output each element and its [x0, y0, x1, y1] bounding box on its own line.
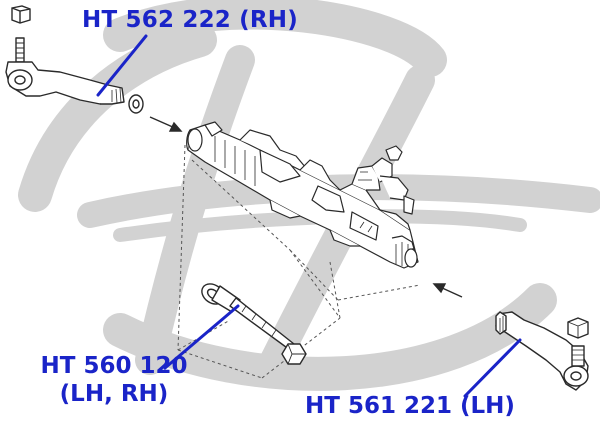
nut-top-left: [11, 5, 31, 24]
part-number-outer-tie-rod-rh: HT 562 222 (RH): [82, 7, 298, 33]
explode-arrow-left: [149, 116, 183, 132]
callout-inner-tie-rod: HT 560 120 (LH, RH): [14, 352, 214, 408]
part-number-outer-tie-rod-lh: HT 561 221 (LH): [305, 393, 515, 419]
steering-rack: [186, 121, 419, 269]
part-number-inner-tie-rod: HT 560 120: [40, 353, 188, 379]
side-inner-tie-rod: (LH, RH): [59, 381, 169, 407]
leader-lines: [96, 34, 522, 398]
explode-arrow-right: [432, 283, 463, 298]
leader-line-rh: [96, 34, 148, 97]
leader-line-lh: [463, 338, 522, 398]
leader-line-inner: [163, 304, 240, 370]
inner-tie-rod: [201, 283, 307, 365]
outer-tie-rod-rh: [5, 37, 144, 114]
outer-tie-rod-lh: [495, 311, 589, 391]
